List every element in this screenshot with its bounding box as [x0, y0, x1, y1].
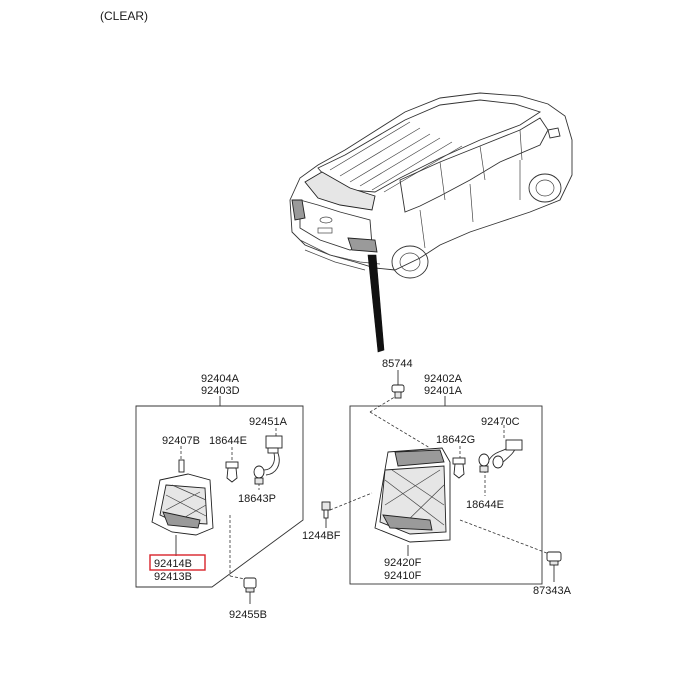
left-assembly-frame [135, 405, 304, 588]
grommet-icon [546, 551, 562, 566]
wiring-harness-icon [478, 439, 523, 473]
right-lamp-assembly: 85744 92402A 92401A 92470C 18642G 18644E… [302, 358, 572, 597]
diagram-title: (CLEAR) [100, 9, 148, 23]
label-92470C: 92470C [481, 416, 520, 428]
highlight-92414B[interactable] [149, 554, 206, 571]
bulb-icon [225, 461, 239, 483]
pin-icon [178, 459, 185, 473]
label-92404A: 92404A [201, 373, 240, 385]
vehicle-illustration [289, 92, 573, 353]
label-92402A: 92402A [424, 373, 463, 385]
label-18644E-right: 18644E [466, 499, 504, 511]
bulb-icon [452, 457, 466, 479]
screw-icon [321, 501, 331, 519]
label-1244BF: 1244BF [302, 530, 341, 542]
socket-icon [253, 465, 265, 485]
label-18642G: 18642G [436, 434, 475, 446]
label-92420F: 92420F [384, 557, 422, 569]
grommet-icon [243, 577, 257, 593]
right-assembly-frame [349, 405, 543, 585]
label-92407B: 92407B [162, 435, 200, 447]
label-92403D: 92403D [201, 385, 240, 397]
label-92451A: 92451A [249, 416, 288, 428]
label-85744: 85744 [382, 358, 413, 370]
label-92410F: 92410F [384, 570, 422, 582]
label-92414B[interactable]: 92414B [154, 558, 192, 570]
label-92413B: 92413B [154, 571, 192, 583]
label-87343A: 87343A [533, 585, 572, 597]
label-18643P: 18643P [238, 493, 276, 505]
label-92455B: 92455B [229, 609, 267, 621]
label-92401A: 92401A [424, 385, 463, 397]
left-lamp-assembly: 92404A 92403D 92451A 92407B 18644E 18643… [135, 373, 304, 621]
screw-icon [391, 384, 405, 399]
wiring-harness-icon [263, 435, 283, 476]
label-18644E-left: 18644E [209, 435, 247, 447]
